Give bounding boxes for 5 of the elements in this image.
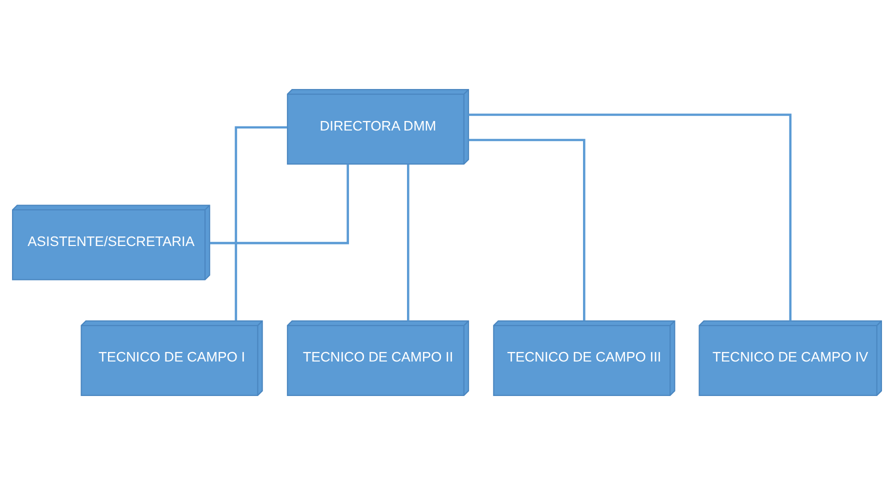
connector <box>407 164 410 321</box>
connector <box>234 126 288 321</box>
connector <box>210 164 349 244</box>
connector <box>468 114 792 321</box>
connector <box>468 138 586 321</box>
